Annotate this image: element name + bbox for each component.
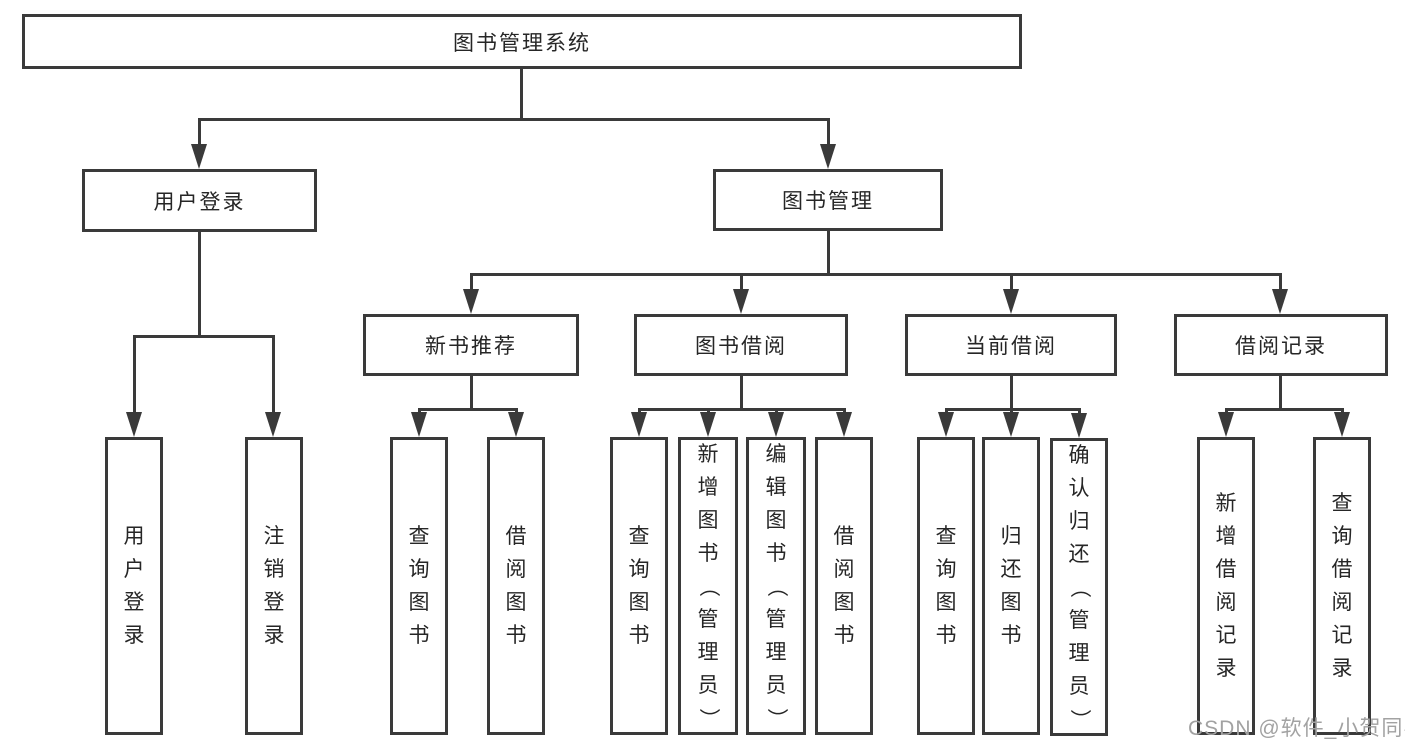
leaf-query-book-2: 查询图书: [610, 437, 668, 735]
arrow-down-icon: [265, 412, 281, 437]
connector-vline: [740, 273, 743, 293]
connector-vline: [827, 118, 830, 150]
node-current-borrow-label: 当前借阅: [965, 335, 1057, 358]
leaf-return-book-label: 归还图书: [1000, 525, 1022, 647]
node-root: 图书管理系统: [22, 14, 1022, 69]
leaf-borrow-book-2: 借阅图书: [815, 437, 873, 735]
leaf-logout: 注销登录: [245, 437, 303, 735]
connector-vline: [272, 335, 275, 415]
leaf-logout-label: 注销登录: [263, 525, 285, 647]
leaf-query-book-2-label: 查询图书: [628, 525, 650, 647]
connector-hline: [1225, 408, 1343, 411]
connector-vline: [470, 273, 473, 293]
connector-hline: [198, 118, 830, 121]
leaf-confirm-return-admin: 确认归还（管理员）: [1050, 438, 1108, 736]
arrow-down-icon: [733, 289, 749, 314]
connector-vline: [1279, 273, 1282, 293]
leaf-add-book-admin-label: 新增图书（管理员）: [696, 442, 720, 729]
connector-hline: [418, 408, 518, 411]
leaf-query-book-3: 查询图书: [917, 437, 975, 735]
arrow-down-icon: [768, 412, 784, 437]
leaf-edit-book-admin-label: 编辑图书（管理员）: [764, 442, 788, 729]
node-book-borrow-label: 图书借阅: [695, 335, 787, 358]
leaf-query-book-3-label: 查询图书: [935, 525, 957, 647]
leaf-borrow-book-2-label: 借阅图书: [833, 525, 855, 647]
node-book-borrow: 图书借阅: [634, 314, 848, 376]
leaf-query-borrow-record-label: 查询借阅记录: [1331, 492, 1353, 680]
node-borrow-records: 借阅记录: [1174, 314, 1388, 376]
connector-vline: [1279, 376, 1282, 408]
connector-vline: [740, 376, 743, 408]
node-user-login-label: 用户登录: [153, 190, 246, 214]
leaf-user-login: 用户登录: [105, 437, 163, 735]
leaf-add-borrow-record: 新增借阅记录: [1197, 437, 1255, 735]
connector-vline: [133, 335, 136, 415]
connector-hline: [638, 408, 845, 411]
leaf-return-book: 归还图书: [982, 437, 1040, 735]
leaf-borrow-book-1-label: 借阅图书: [505, 525, 527, 647]
node-current-borrow: 当前借阅: [905, 314, 1117, 376]
arrow-down-icon: [1003, 289, 1019, 314]
leaf-user-login-label: 用户登录: [123, 525, 145, 647]
arrow-down-icon: [1071, 413, 1087, 438]
leaf-query-book-1-label: 查询图书: [408, 525, 430, 647]
leaf-query-book-1: 查询图书: [390, 437, 448, 735]
arrow-down-icon: [938, 412, 954, 437]
connector-vline: [198, 118, 201, 150]
arrow-down-icon: [1003, 412, 1019, 437]
node-book-management-label: 图书管理: [782, 190, 874, 213]
arrow-down-icon: [836, 412, 852, 437]
leaf-add-book-admin: 新增图书（管理员）: [678, 437, 738, 735]
connector-hline: [133, 335, 275, 338]
arrow-down-icon: [820, 144, 836, 169]
node-borrow-records-label: 借阅记录: [1235, 335, 1327, 358]
csdn-watermark: CSDN @软件_小贺同学: [1188, 717, 1405, 740]
connector-vline: [198, 232, 201, 335]
leaf-confirm-return-admin-label: 确认归还（管理员）: [1067, 443, 1091, 730]
leaf-edit-book-admin: 编辑图书（管理员）: [746, 437, 806, 735]
arrow-down-icon: [126, 412, 142, 437]
connector-vline: [827, 231, 830, 273]
arrow-down-icon: [463, 289, 479, 314]
connector-vline: [1010, 273, 1013, 293]
arrow-down-icon: [1334, 412, 1350, 437]
node-new-book-recommend-label: 新书推荐: [425, 335, 517, 358]
node-new-book-recommend: 新书推荐: [363, 314, 579, 376]
arrow-down-icon: [411, 412, 427, 437]
node-book-management: 图书管理: [713, 169, 943, 231]
leaf-borrow-book-1: 借阅图书: [487, 437, 545, 735]
connector-vline: [470, 376, 473, 408]
arrow-down-icon: [1272, 289, 1288, 314]
leaf-add-borrow-record-label: 新增借阅记录: [1215, 492, 1237, 680]
arrow-down-icon: [508, 412, 524, 437]
arrow-down-icon: [700, 412, 716, 437]
connector-vline: [1010, 376, 1013, 408]
leaf-query-borrow-record: 查询借阅记录: [1313, 437, 1371, 735]
node-root-label: 图书管理系统: [453, 31, 591, 55]
connector-hline: [470, 273, 1281, 276]
connector-vline: [520, 69, 523, 118]
arrow-down-icon: [1218, 412, 1234, 437]
node-user-login: 用户登录: [82, 169, 317, 232]
arrow-down-icon: [191, 144, 207, 169]
arrow-down-icon: [631, 412, 647, 437]
